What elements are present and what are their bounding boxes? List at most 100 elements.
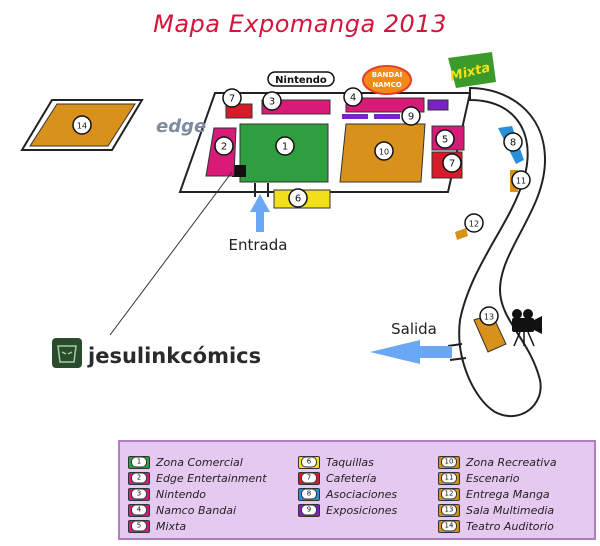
marker-14: 14 (72, 115, 92, 135)
legend-swatch: 6 (298, 455, 320, 469)
legend-item: 10 Zona Recreativa (438, 454, 557, 470)
legend-label: Namco Bandai (156, 503, 236, 517)
marker-12: 12 (464, 213, 484, 233)
legend-label: Sala Multimedia (466, 503, 555, 517)
legend-swatch: 2 (128, 471, 150, 485)
legend-label: Nintendo (156, 487, 207, 501)
map-title: Mapa Expomanga 2013 (153, 10, 447, 38)
nintendo-logo-text: Nintendo (275, 75, 327, 86)
marker-number: 13 (484, 313, 494, 322)
legend-number: 3 (131, 488, 147, 500)
legend-item: 1 Zona Comercial (128, 454, 267, 470)
legend-item: 6 Taquillas (298, 454, 397, 470)
legend-item: 3 Nintendo (128, 486, 267, 502)
area-9-exposiciones-c[interactable] (427, 99, 449, 111)
legend-label: Zona Recreativa (466, 455, 557, 469)
legend-swatch: 14 (438, 519, 460, 533)
legend-label: Entrega Manga (466, 487, 550, 501)
marker-number: 1 (282, 142, 288, 153)
legend-number: 13 (441, 504, 457, 516)
marker-4: 4 (343, 87, 363, 107)
jesulink-logo: jesulinkcómics (52, 338, 261, 368)
edge-logo: edge (156, 116, 206, 137)
exit-mark-top (447, 343, 463, 347)
marker-number: 3 (269, 97, 275, 108)
legend-label: Taquillas (326, 455, 374, 469)
marker-number: 2 (221, 142, 227, 153)
legend-swatch: 7 (298, 471, 320, 485)
corridor (458, 86, 547, 418)
legend-swatch: 5 (128, 519, 150, 533)
legend-number: 2 (131, 472, 147, 484)
marker-6: 6 (288, 188, 308, 208)
legend-swatch: 13 (438, 503, 460, 517)
sponsor-pointer-line (109, 171, 233, 336)
camera-icon (512, 309, 542, 347)
legend-item: 5 Mixta (128, 518, 267, 534)
legend-number: 11 (441, 472, 457, 484)
exit-arrow (370, 340, 452, 364)
svg-text:NAMCO: NAMCO (372, 81, 401, 89)
legend-swatch: 11 (438, 471, 460, 485)
marker-number: 7 (229, 94, 235, 105)
area-4-namco-bandai[interactable] (345, 97, 425, 113)
legend-swatch: 8 (298, 487, 320, 501)
legend-label: Cafetería (326, 471, 377, 485)
area-1-black-block (232, 165, 246, 177)
marker-number: 10 (379, 148, 389, 157)
legend-label: Zona Comercial (156, 455, 243, 469)
legend-number: 8 (301, 488, 317, 500)
marker-5: 5 (435, 129, 455, 149)
nintendo-logo: Nintendo (267, 71, 335, 87)
marker-number: 11 (516, 177, 526, 186)
legend-swatch: 4 (128, 503, 150, 517)
marker-1: 1 (275, 136, 295, 156)
marker-7: 7 (442, 153, 462, 173)
legend-item: 9 Exposiciones (298, 502, 397, 518)
area-9-exposiciones-b[interactable] (374, 114, 400, 119)
marker-number: 12 (469, 220, 479, 229)
marker-number: 4 (350, 93, 356, 104)
marker-3: 3 (262, 91, 282, 111)
marker-8: 8 (503, 132, 523, 152)
legend-number: 6 (301, 456, 317, 468)
legend-swatch: 9 (298, 503, 320, 517)
jesulink-text: jesulinkcómics (87, 344, 261, 368)
svg-text:BANDAI: BANDAI (372, 71, 402, 79)
legend-number: 1 (131, 456, 147, 468)
marker-2: 2 (214, 136, 234, 156)
marker-7: 7 (222, 88, 242, 108)
legend-number: 10 (441, 456, 457, 468)
area-9-exposiciones-a[interactable] (342, 114, 368, 119)
legend-swatch: 3 (128, 487, 150, 501)
legend-label: Asociaciones (326, 487, 398, 501)
entrada-label: Entrada (229, 236, 288, 254)
marker-number: 14 (77, 122, 87, 131)
area-12-entrega-manga[interactable] (455, 228, 468, 240)
legend-swatch: 12 (438, 487, 460, 501)
legend-col-2: 6 Taquillas 7 Cafetería 8 Asociaciones 9 Exposi… (298, 454, 397, 518)
legend-number: 9 (301, 504, 317, 516)
salida-label: Salida (391, 320, 437, 338)
marker-number: 9 (408, 112, 414, 123)
bandai-namco-logo: BANDAI NAMCO (362, 65, 412, 95)
marker-10: 10 (374, 141, 394, 161)
legend-item: 12 Entrega Manga (438, 486, 557, 502)
legend-label: Mixta (156, 519, 187, 533)
marker-number: 6 (295, 194, 301, 205)
legend-number: 4 (131, 504, 147, 516)
legend-swatch: 10 (438, 455, 460, 469)
legend-number: 7 (301, 472, 317, 484)
marker-11: 11 (511, 170, 531, 190)
legend-item: 8 Asociaciones (298, 486, 397, 502)
marker-9: 9 (401, 106, 421, 126)
legend-label: Exposiciones (326, 503, 398, 517)
